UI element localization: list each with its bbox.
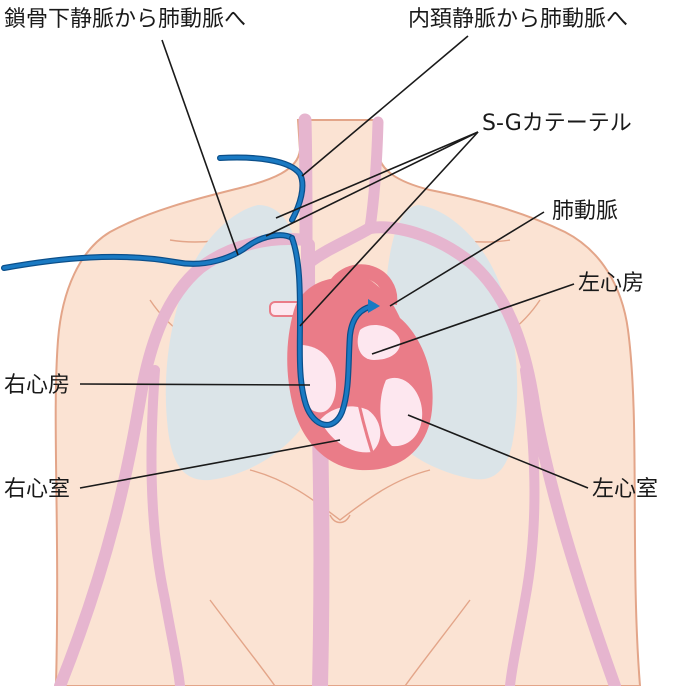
label-subclavian-to-pa: 鎖骨下静脈から肺動脈へ — [4, 7, 246, 32]
left-ventricle-shape — [380, 377, 423, 447]
label-jugular-to-pa: 内頚静脈から肺動脈へ — [408, 7, 628, 32]
heart — [287, 264, 433, 471]
aortic-arch — [323, 264, 398, 305]
label-right-atrium: 右心房 — [4, 373, 70, 398]
label-sg-catheter: S-Gカテーテル — [482, 111, 632, 136]
right-arm-vein — [146, 365, 185, 686]
left-jugular-vein — [364, 116, 384, 234]
leader-lines — [79, 35, 589, 489]
right-jugular-vein — [298, 113, 313, 247]
label-right-ventricle: 右心室 — [4, 477, 70, 502]
label-left-atrium: 左心房 — [578, 271, 644, 296]
sg-catheter — [1, 154, 377, 428]
label-pulmonary-artery: 肺動脈 — [552, 199, 618, 224]
left-arm-vein — [505, 365, 540, 686]
catheter-tip-arrow — [368, 299, 380, 313]
right-ventricle-shape — [320, 406, 381, 453]
label-left-ventricle: 左心室 — [592, 477, 658, 502]
left-atrium-shape — [357, 325, 401, 360]
right-atrium-shape — [298, 345, 336, 413]
left-subclavian-vein — [364, 221, 621, 686]
inferior-vena-cava — [312, 422, 330, 686]
